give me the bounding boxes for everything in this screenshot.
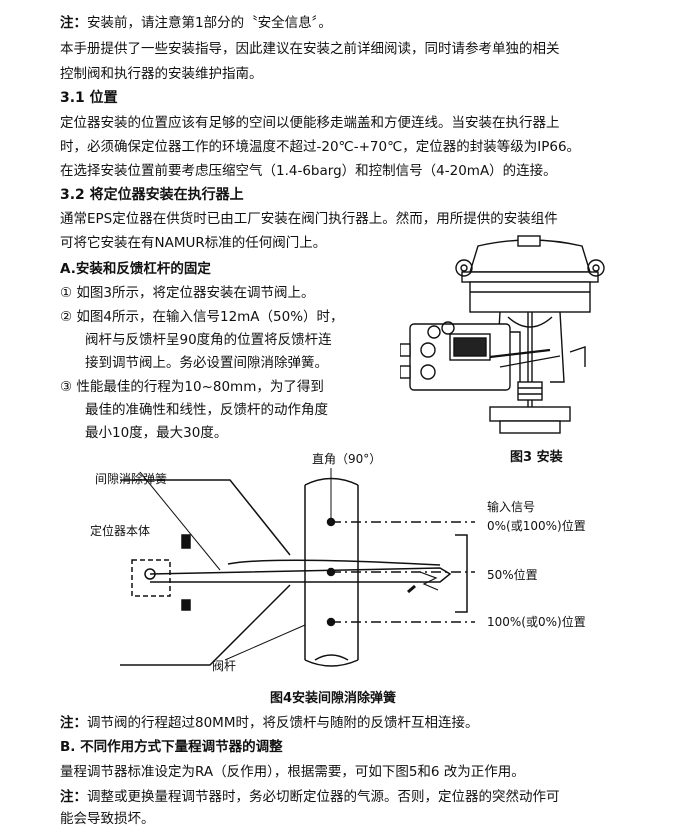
item-3-line-1: ③ 性能最佳的行程为10~80mm，为了得到 bbox=[60, 379, 324, 395]
intro-line-1: 本手册提供了一些安装指导，因此建议在安装之前详细阅读，同时请参考单独的相关 bbox=[60, 41, 560, 57]
figure-3-caption: 图3 安装 bbox=[510, 450, 563, 465]
section-3-1-line-3: 在选择安装位置前要考虑压缩空气（1.4-6barg）和控制信号（4-20mA）的… bbox=[60, 163, 557, 179]
note-label: 注： bbox=[60, 789, 87, 805]
section-3-2-line-1: 通常EPS定位器在供货时已由工厂安装在阀门执行器上。然而，用所提供的安装组件 bbox=[60, 211, 558, 227]
note-air-supply-line-2: 能会导致损坏。 bbox=[60, 811, 155, 827]
section-3-1-line-2: 时，必须确保定位器工作的环境温度不超过-20℃-+70℃，定位器的封装等级为IP… bbox=[60, 139, 581, 155]
label-position-mid: 50%位置 bbox=[487, 568, 538, 582]
figure-3-actuator-drawing bbox=[400, 235, 605, 434]
safety-note: 注：安装前，请注意第1部分的〝安全信息〞。 bbox=[60, 14, 332, 32]
label-positioner-body: 定位器本体 bbox=[90, 524, 151, 538]
section-3-1-heading: 3.1 位置 bbox=[60, 90, 118, 106]
note-stroke: 注：调节阀的行程超过80MM时，将反馈杆与随附的反馈杆互相连接。 bbox=[60, 714, 478, 732]
note-text: 调整或更换量程调节器时，务必切断定位器的气源。否则，定位器的突然动作可 bbox=[87, 789, 560, 805]
label-input-signal: 输入信号 bbox=[487, 500, 536, 514]
label-position-top: 0%(或100%)位置 bbox=[487, 519, 586, 533]
note-text: 安装前，请注意第1部分的〝安全信息〞。 bbox=[87, 15, 332, 31]
label-valve-stem: 阀杆 bbox=[212, 659, 237, 673]
note-text: 调节阀的行程超过80MM时，将反馈杆与随附的反馈杆互相连接。 bbox=[87, 715, 479, 731]
note-label: 注： bbox=[60, 15, 87, 31]
section-3-2-heading: 3.2 将定位器安装在执行器上 bbox=[60, 187, 244, 203]
item-2-line-3: 接到调节阀上。务必设置间隙消除弹簧。 bbox=[85, 355, 328, 371]
subsection-b-heading: B. 不同作用方式下量程调节器的调整 bbox=[60, 739, 283, 755]
item-1: ① 如图3所示，将定位器安装在调节阀上。 bbox=[60, 285, 315, 301]
note-label: 注： bbox=[60, 715, 87, 731]
note-air-supply: 注：调整或更换量程调节器时，务必切断定位器的气源。否则，定位器的突然动作可 bbox=[60, 788, 560, 806]
intro-line-2: 控制阀和执行器的安装维护指南。 bbox=[60, 66, 263, 82]
item-2-line-1: ② 如图4所示，在输入信号12mA（50%）时， bbox=[60, 309, 344, 325]
figure-4-caption: 图4安装间隙消除弹簧 bbox=[270, 691, 397, 706]
section-3-2-line-2: 可将它安装在有NAMUR标准的任何阀门上。 bbox=[60, 235, 327, 251]
range-adjuster-line: 量程调节器标准设定为RA（反作用），根据需要，可如下图5和6 改为正作用。 bbox=[60, 764, 525, 780]
item-3-line-3: 最小10度，最大30度。 bbox=[85, 425, 228, 441]
section-3-1-line-1: 定位器安装的位置应该有足够的空间以便能移走端盖和方便连线。当安装在执行器上 bbox=[60, 115, 560, 131]
figure-4-diagram bbox=[120, 468, 475, 667]
item-3-line-2: 最佳的准确性和线性，反馈杆的动作角度 bbox=[85, 402, 328, 418]
subsection-a-heading: A.安装和反馈杠杆的固定 bbox=[60, 261, 211, 277]
label-position-bottom: 100%(或0%)位置 bbox=[487, 615, 586, 629]
label-spring: 间隙消除弹簧 bbox=[95, 472, 168, 486]
item-2-line-2: 阀杆与反馈杆呈90度角的位置将反馈杆连 bbox=[85, 332, 332, 348]
label-right-angle: 直角（90°） bbox=[312, 452, 382, 466]
